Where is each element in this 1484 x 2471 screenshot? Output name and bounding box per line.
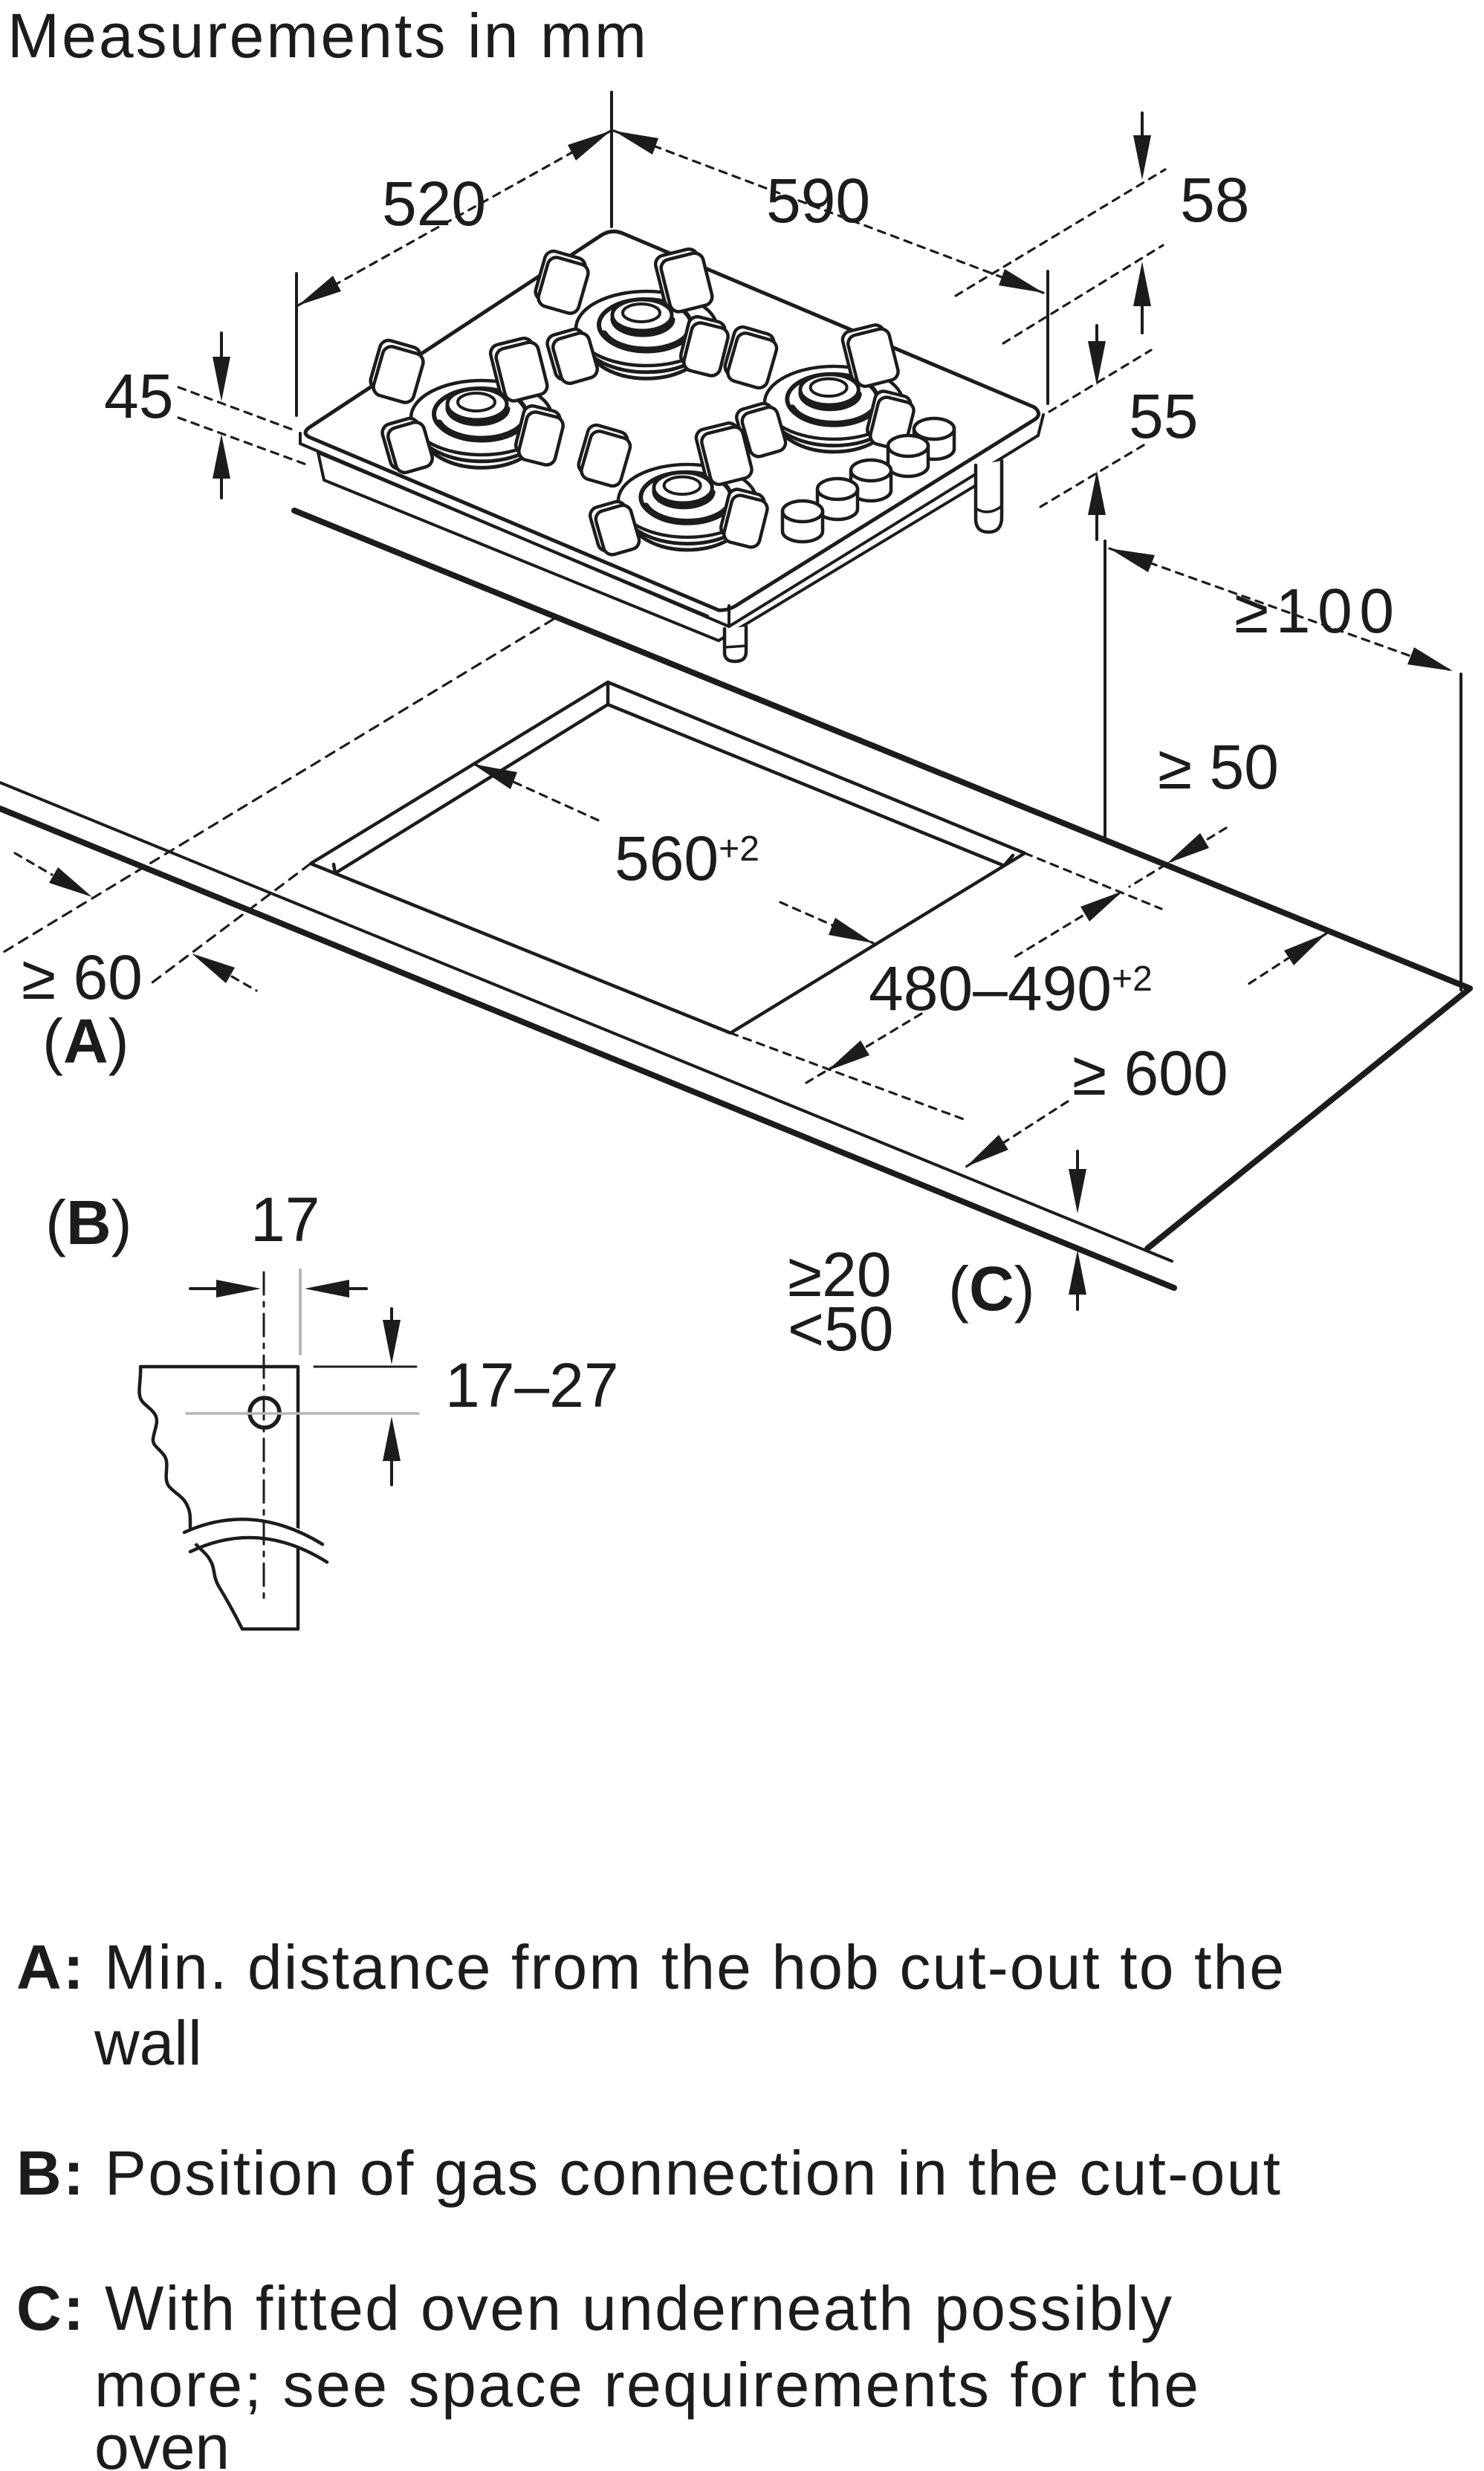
svg-text:55: 55 xyxy=(1129,381,1198,451)
svg-text:oven: oven xyxy=(94,2412,230,2471)
svg-text:≥ 60: ≥ 60 xyxy=(22,942,143,1012)
svg-text:≥ 50: ≥ 50 xyxy=(1158,732,1279,802)
svg-text:B: Position of gas connection: B: Position of gas connection in the cut… xyxy=(16,2138,1280,2208)
svg-text:Measurements in mm: Measurements in mm xyxy=(7,1,647,71)
svg-text:wall: wall xyxy=(94,2008,202,2078)
svg-text:(B): (B) xyxy=(45,1188,132,1257)
svg-text:more; see space requirements f: more; see space requirements for the xyxy=(94,2350,1199,2420)
svg-text:A: Min. distance from the hob: A: Min. distance from the hob cut-out to… xyxy=(16,1932,1284,2002)
svg-text:<50: <50 xyxy=(788,1294,894,1364)
svg-text:520: 520 xyxy=(382,169,486,239)
svg-text:17: 17 xyxy=(250,1185,320,1254)
svg-text:(A): (A) xyxy=(42,1006,129,1076)
svg-text:58: 58 xyxy=(1180,165,1249,235)
svg-text:17–27: 17–27 xyxy=(445,1350,619,1420)
svg-text:590: 590 xyxy=(766,166,870,236)
svg-text:480–490+2: 480–490+2 xyxy=(869,953,1153,1023)
svg-text:C: With fitted oven underneath: C: With fitted oven underneath possibly xyxy=(16,2273,1172,2343)
svg-text:≥ 600: ≥ 600 xyxy=(1072,1038,1228,1108)
svg-text:≥20: ≥20 xyxy=(788,1240,892,1309)
svg-text:(C): (C) xyxy=(948,1254,1035,1324)
svg-text:45: 45 xyxy=(104,361,173,431)
